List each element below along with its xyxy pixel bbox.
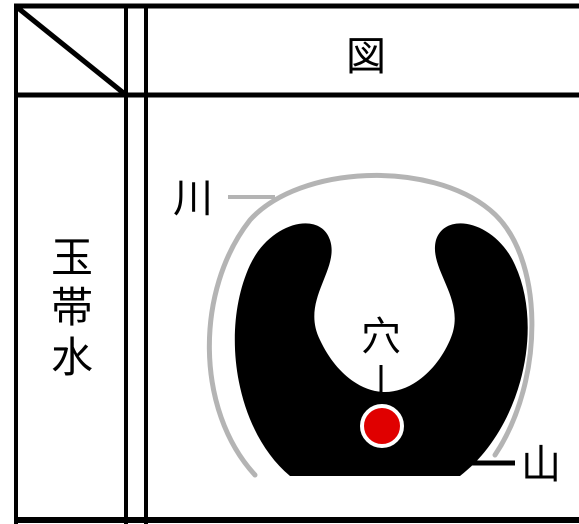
river-label: 川 xyxy=(173,176,213,222)
row-label: 玉 帯 水 xyxy=(51,233,93,382)
cave-label: 穴 xyxy=(361,314,401,360)
row-label-char-3: 水 xyxy=(51,333,93,382)
corner-diagonal xyxy=(16,6,128,97)
mountain-shape xyxy=(234,223,528,476)
table-grid xyxy=(14,3,579,524)
row-label-char-1: 玉 xyxy=(51,233,93,282)
mountain-label: 山 xyxy=(521,442,561,488)
row-label-char-2: 帯 xyxy=(51,283,93,332)
header-title: 図 xyxy=(346,34,386,80)
cave-dot xyxy=(360,404,404,448)
river-arc xyxy=(206,172,535,478)
